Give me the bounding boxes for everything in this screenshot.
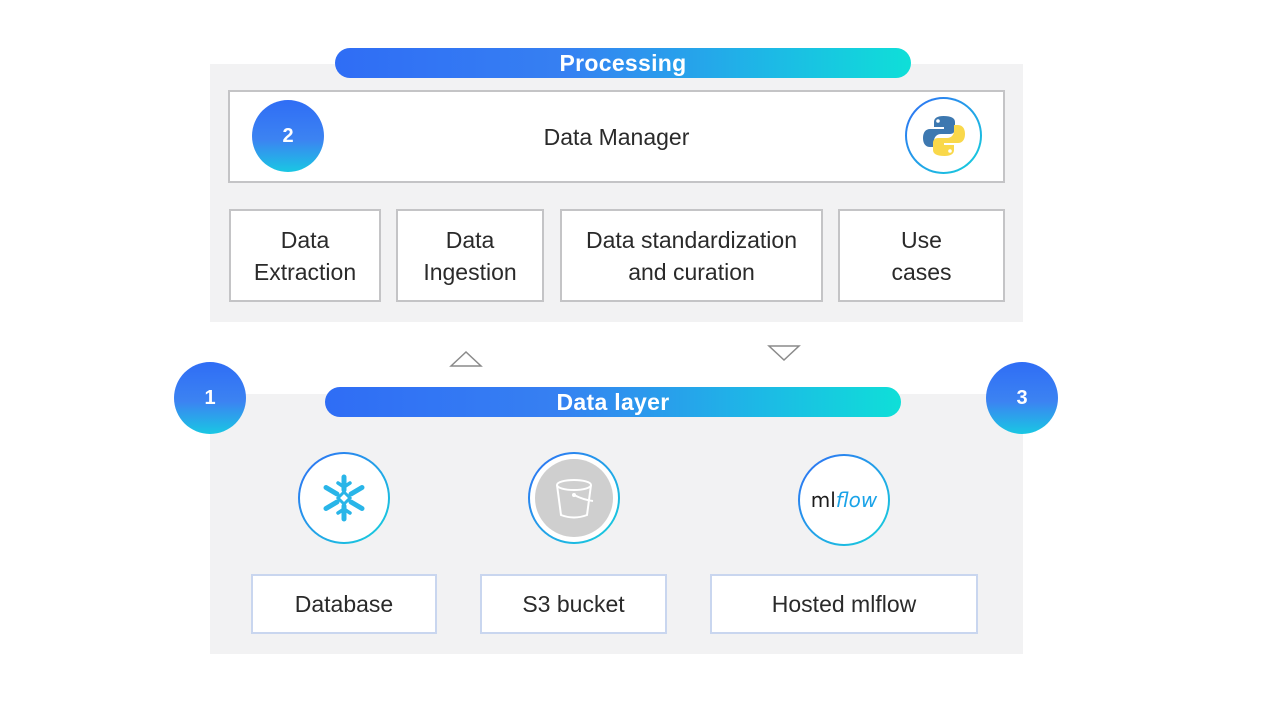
step-use-cases: Use cases bbox=[838, 209, 1005, 302]
step-data-extraction: Data Extraction bbox=[229, 209, 381, 302]
step-line: Use bbox=[901, 226, 942, 253]
s3-bucket-label: S3 bucket bbox=[522, 591, 625, 617]
step-line: Ingestion bbox=[423, 258, 517, 285]
s3-logo bbox=[528, 452, 620, 544]
python-icon bbox=[922, 115, 965, 156]
database-label: Database bbox=[294, 591, 394, 617]
data-layer-title: Data layer bbox=[325, 387, 901, 417]
hosted-mlflow-box: Hosted mlflow bbox=[710, 574, 978, 634]
step-badge-3: 3 bbox=[986, 362, 1058, 434]
mlflow-logo-flow: flow bbox=[835, 488, 878, 512]
step-line: Data bbox=[280, 226, 330, 253]
step-line: Data bbox=[445, 226, 495, 253]
step-line: Extraction bbox=[253, 258, 357, 285]
step-data-standardization: Data standardization and curation bbox=[560, 209, 823, 302]
step-badge-2: 2 bbox=[252, 100, 324, 172]
step-badge-1: 1 bbox=[174, 362, 246, 434]
step-line: and curation bbox=[628, 258, 755, 285]
step-line: Data standardization bbox=[586, 226, 797, 253]
data-manager-box: Data Manager bbox=[228, 90, 1005, 183]
step-line: cases bbox=[891, 258, 952, 285]
step-data-ingestion: Data Ingestion bbox=[396, 209, 544, 302]
arrow-down-icon bbox=[767, 345, 801, 362]
mlflow-logo: mlflow bbox=[798, 454, 890, 546]
snowflake-logo bbox=[298, 452, 390, 544]
s3-bucket-box: S3 bucket bbox=[480, 574, 667, 634]
bucket-icon bbox=[556, 479, 594, 519]
snowflake-icon bbox=[323, 474, 365, 522]
processing-title: Processing bbox=[335, 48, 911, 78]
arrow-up-icon bbox=[449, 350, 483, 367]
mlflow-logo-ml: ml bbox=[810, 488, 836, 512]
bucket-circle bbox=[535, 459, 613, 537]
hosted-mlflow-label: Hosted mlflow bbox=[771, 591, 917, 617]
python-logo bbox=[905, 97, 982, 174]
mlflow-icon: mlflow bbox=[811, 488, 878, 512]
database-box: Database bbox=[251, 574, 437, 634]
data-manager-label: Data Manager bbox=[543, 123, 690, 150]
